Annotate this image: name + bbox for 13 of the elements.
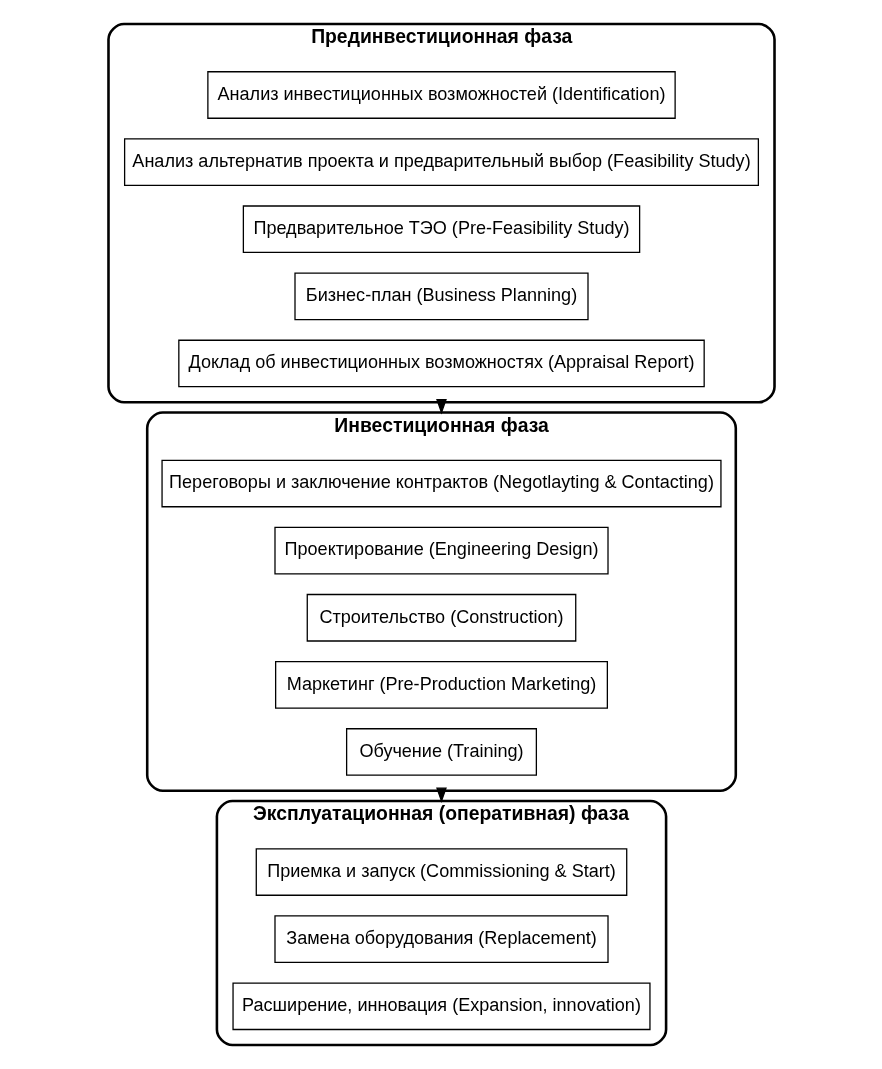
node-box: Строительство (Construction): [306, 593, 576, 642]
node-box: Анализ альтернатив проекта и предварительный выбор (Feasibility Study): [123, 138, 759, 186]
node-box: Предварительное ТЭО (Pre-Feasibility Study): [242, 205, 640, 254]
node-box: Проектирование (Engineering Design): [273, 526, 609, 575]
node-box: Обучение (Training): [345, 728, 537, 776]
node-box: Приемка и запуск (Commissioning & Start): [255, 848, 627, 896]
node-box: Анализ инвестиционных возможностей (Identification): [206, 71, 676, 119]
node-box: Бизнес-план (Business Planning): [293, 272, 589, 321]
node-box: Переговоры и заключение контрактов (Negotlayting & Contacting): [160, 459, 722, 508]
node-box: Доклад об инвестиционных возможностях (Appraisal Report): [177, 339, 705, 388]
node-box: Расширение, инновация (Expansion, innovation): [231, 982, 651, 1031]
node-box: Маркетинг (Pre-Production Marketing): [274, 661, 608, 709]
node-box: Замена оборудования (Replacement): [273, 915, 609, 964]
